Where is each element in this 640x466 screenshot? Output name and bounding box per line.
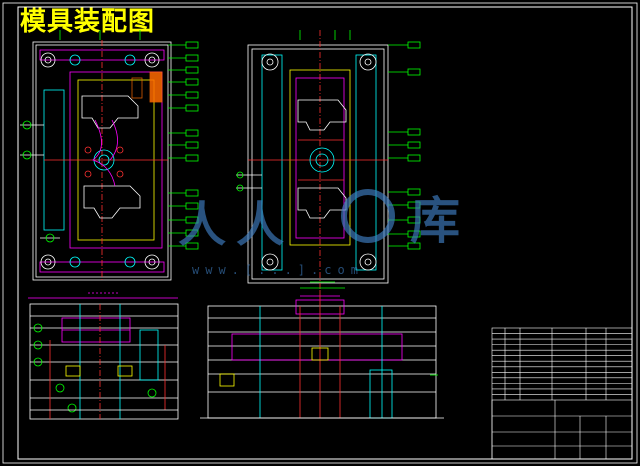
section-view-left [28,292,179,420]
drawing-title: 模具装配图 [20,7,156,37]
plan-view-left [20,30,199,282]
sheet-inner-border [17,6,633,460]
section-view-center [200,281,444,419]
bom-table [491,327,633,460]
plan-view-right [236,30,421,290]
